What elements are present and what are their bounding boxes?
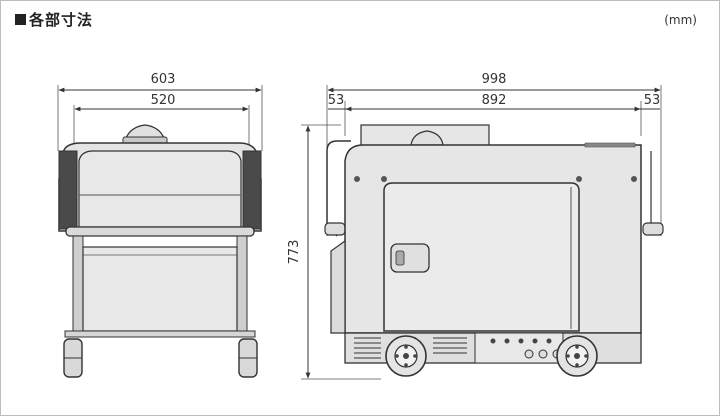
side-right-handle: [642, 222, 664, 236]
section-title: 各部寸法: [15, 9, 93, 30]
front-body-width-label: 520: [151, 93, 176, 108]
front-handle-bar: [65, 226, 255, 237]
side-control-panel: [474, 332, 564, 364]
section-title-text: 各部寸法: [29, 11, 94, 29]
unit-label: (mm): [664, 13, 697, 27]
side-rear-wheel: [385, 335, 427, 377]
side-body-length-label: 892: [482, 93, 507, 108]
side-overall-length-label: 998: [482, 72, 507, 87]
fuel-cap-side: [410, 130, 444, 146]
side-right-offset-label: 53: [644, 93, 661, 108]
side-front-wheel: [556, 335, 598, 377]
side-left-offset-label: 53: [328, 93, 345, 108]
bullet-square-icon: [15, 14, 26, 25]
side-left-handle: [324, 222, 346, 236]
side-view: 998 53 892 53 773: [287, 72, 664, 380]
front-lower-box: [82, 246, 238, 332]
front-view: 603 520: [57, 72, 263, 378]
front-overall-width-label: 603: [151, 72, 176, 87]
side-service-door: [383, 182, 580, 332]
side-height-label: 773: [287, 240, 302, 265]
